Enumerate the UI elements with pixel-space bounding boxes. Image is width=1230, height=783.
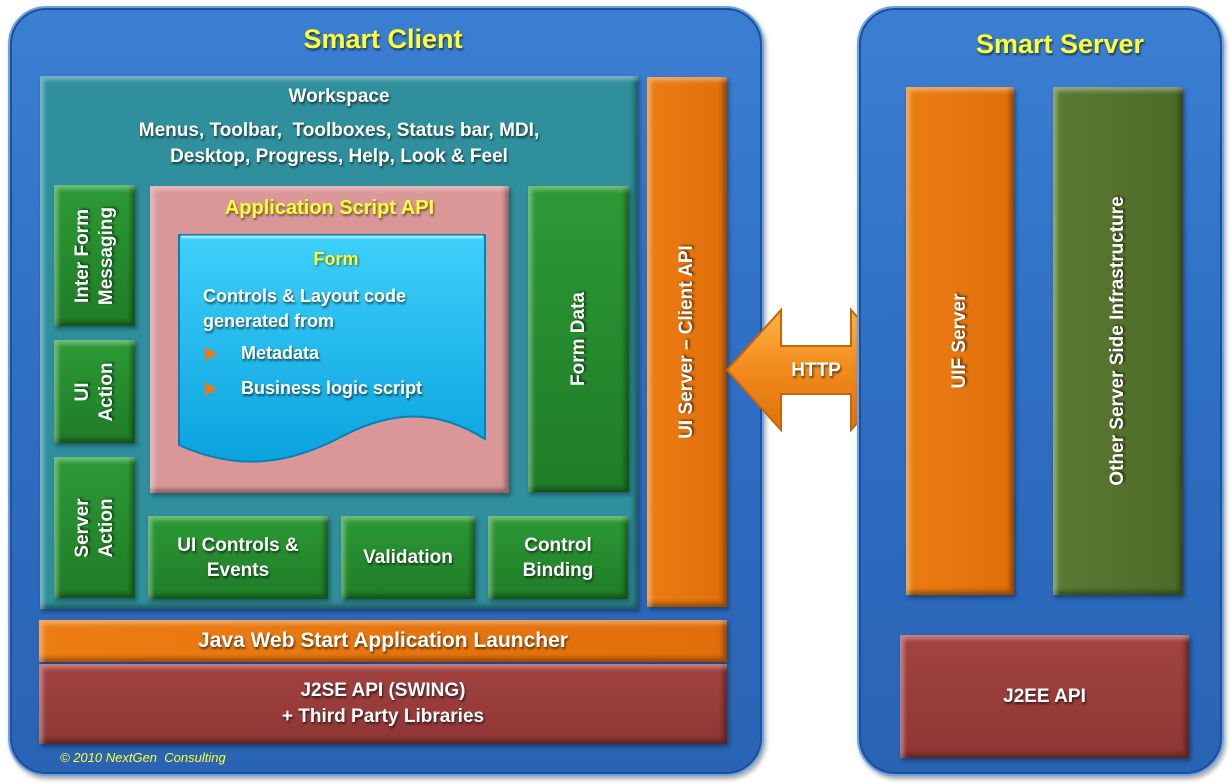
bullet-business-logic-label: Business logic script [241, 378, 423, 398]
events-label: Events [206, 559, 270, 581]
uif-server-box: UIF Server [906, 87, 1014, 595]
ui-action-box: UI Action [54, 340, 135, 443]
bullet-arrow-icon [205, 346, 217, 361]
ui-label: UI [71, 382, 93, 402]
action-label: Action [95, 361, 117, 422]
form-data-label: Form Data [567, 292, 589, 386]
ui-server-client-api-box: UI Server – Client API [647, 77, 727, 607]
smart-client-title: Smart Client [303, 24, 463, 54]
bullet-business-logic: Business logic script [205, 378, 422, 399]
ui-controls-label: UI Controls & [177, 534, 299, 556]
java-web-start-launcher-bar: Java Web Start Application Launcher [39, 620, 727, 662]
workspace-features-line2: Desktop, Progress, Help, Look & Feel [170, 146, 508, 167]
validation-box: Validation [341, 516, 475, 599]
form-desc-line1: Controls & Layout code [203, 286, 407, 306]
j2se-line2: + Third Party Libraries [281, 706, 485, 727]
form-description: Controls & Layout code generated from [203, 284, 483, 334]
form-desc-line2: generated from [203, 311, 335, 331]
other-server-infrastructure-box: Other Server Side Infrastructure [1053, 87, 1183, 595]
server-action-label: Action [95, 497, 117, 558]
j2ee-api-label: J2EE API [1003, 685, 1086, 707]
other-infrastructure-label: Other Server Side Infrastructure [1107, 196, 1128, 486]
bullet-metadata: Metadata [205, 343, 319, 364]
form-title: Form [313, 249, 359, 269]
control-label: Control [524, 534, 592, 556]
uif-server-label: UIF Server [949, 293, 970, 389]
bullet-metadata-label: Metadata [241, 343, 320, 363]
form-document-shape [178, 234, 486, 463]
binding-label: Binding [522, 559, 594, 581]
control-binding-box: Control Binding [488, 516, 628, 599]
server-action-box: Server Action [54, 457, 135, 598]
messaging-label: Messaging [95, 206, 117, 305]
validation-label: Validation [363, 546, 453, 568]
j2se-api-box: J2SE API (SWING) + Third Party Libraries [39, 664, 727, 744]
http-label: HTTP [791, 360, 841, 381]
smart-server-title: Smart Server [975, 29, 1145, 59]
workspace-title: Workspace [288, 86, 390, 107]
bullet-arrow-icon [205, 381, 217, 396]
application-script-api-title: Application Script API [224, 197, 435, 219]
launcher-label: Java Web Start Application Launcher [198, 629, 568, 652]
workspace-features-line1: Menus, Toolbar, Toolboxes, Status bar, M… [138, 120, 540, 141]
ui-server-client-api-label: UI Server – Client API [676, 245, 697, 439]
j2ee-api-box: J2EE API [900, 635, 1189, 758]
copyright-text: © 2010 NextGen Consulting [60, 750, 226, 765]
inter-form-label: Inter Form [71, 208, 93, 303]
form-data-box: Form Data [528, 186, 629, 492]
inter-form-messaging-box: Inter Form Messaging [54, 185, 135, 326]
ui-controls-events-box: UI Controls & Events [148, 516, 328, 599]
server-label: Server [71, 497, 93, 558]
j2se-line1: J2SE API (SWING) [300, 680, 466, 701]
